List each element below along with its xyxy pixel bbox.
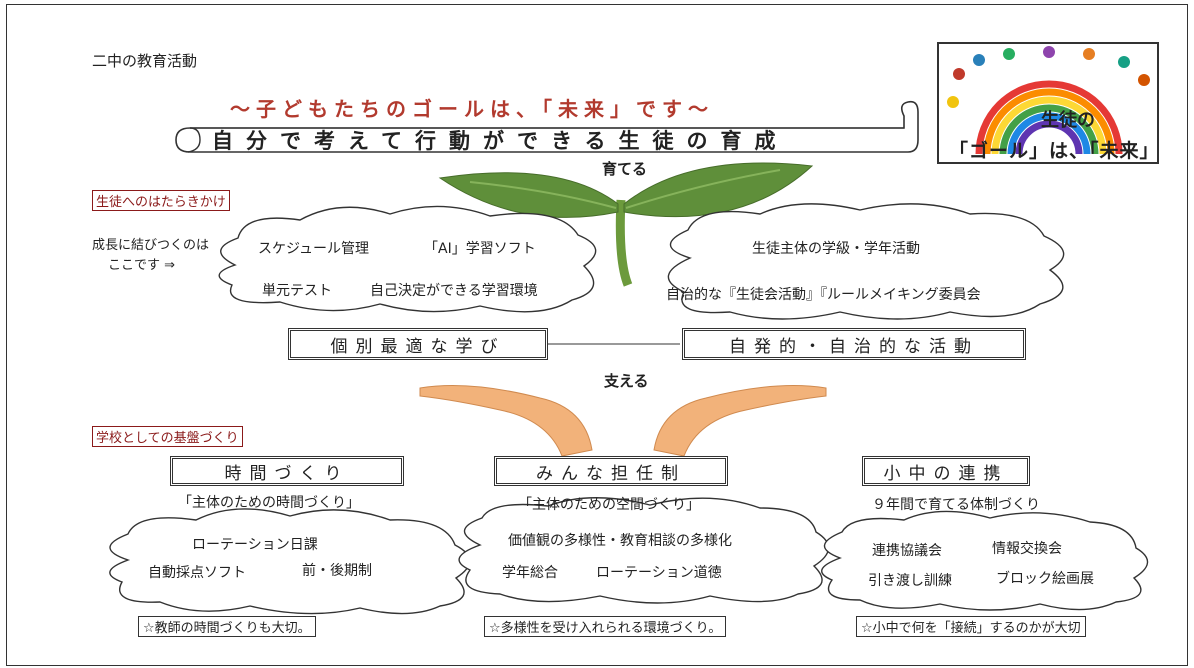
note-time: ☆教師の時間づくりも大切。 xyxy=(138,616,316,637)
caption-space: 「主体のための空間づくり」 xyxy=(518,497,700,513)
box-elem-jhs-link: 小中の連携 xyxy=(862,456,1030,486)
cloud-lower-middle xyxy=(458,497,830,604)
cloud-item: 自治的な『生徒会活動』『ルールメイキング委員会 xyxy=(666,287,981,303)
section-school-label: 学校としての基盤づくり xyxy=(92,426,243,447)
caption-nine-year: ９年間で育てる体制づくり xyxy=(872,497,1040,513)
cloud-item: ブロック絵画展 xyxy=(996,571,1094,587)
support-label: 支える xyxy=(604,372,649,390)
cloud-item: 引き渡し訓練 xyxy=(868,573,952,589)
cloud-item: ローテーション日課 xyxy=(192,537,318,553)
cloud-item: 自動採点ソフト xyxy=(148,565,246,581)
box-individual-learning: 個別最適な学び xyxy=(288,328,548,360)
box-autonomous-activity: 自発的・自治的な活動 xyxy=(682,328,1026,360)
cloud-item: 連携協議会 xyxy=(872,543,942,559)
section-student-label: 生徒へのはたらきかけ xyxy=(92,190,230,211)
box-shared-homeroom: みんな担任制 xyxy=(494,456,728,486)
cloud-upper-right xyxy=(667,203,1065,320)
sprout-illustration xyxy=(438,162,814,287)
box-time-making: 時間づくり xyxy=(170,456,404,486)
banner-scroll xyxy=(175,100,919,153)
clouds xyxy=(109,203,1149,615)
nurture-label: 育てる xyxy=(602,160,648,178)
subtitle: ～子どもたちのゴールは、「未来」です～ xyxy=(230,97,714,121)
cloud-item: 単元テスト xyxy=(262,283,332,299)
cloud-item: 学年総合 xyxy=(502,565,558,581)
banner-text: 自分で考えて行動ができる生徒の育成 xyxy=(212,129,789,153)
cloud-lower-left xyxy=(109,508,471,615)
note-diversity: ☆多様性を受け入れられる環境づくり。 xyxy=(484,616,727,637)
cloud-lower-right xyxy=(821,510,1149,611)
cloud-item: 自己決定ができる学習環境 xyxy=(370,283,538,299)
cloud-item: 前・後期制 xyxy=(302,563,372,579)
cloud-item: 生徒主体の学級・学年活動 xyxy=(752,241,920,257)
rainbow-icon xyxy=(947,46,1150,155)
side-note-line1: 成長に結びつくのは xyxy=(92,238,210,253)
page-title: 二中の教育活動 xyxy=(92,52,198,70)
caption-time: 「主体のための時間づくり」 xyxy=(178,495,360,511)
goal-logo: 生徒の 「ゴール」は、「未来」 xyxy=(937,42,1159,164)
note-connection: ☆小中で何を「接続」するのかが大切 xyxy=(856,616,1086,637)
cloud-item: スケジュール管理 xyxy=(258,241,370,257)
logo-line1: 生徒の xyxy=(1041,110,1095,131)
side-note-line2: ここです ⇒ xyxy=(108,258,176,273)
cloud-item: ローテーション道徳 xyxy=(596,565,722,581)
cloud-item: 価値観の多様性・教育相談の多様化 xyxy=(508,533,732,549)
diagram-frame xyxy=(6,4,1188,666)
cloud-item: 情報交換会 xyxy=(992,541,1062,557)
hands-illustration xyxy=(419,385,827,457)
cloud-item: 「AI」学習ソフト xyxy=(424,241,536,257)
cloud-upper-left xyxy=(218,205,597,313)
logo-line2: 「ゴール」は、「未来」 xyxy=(949,140,1159,162)
